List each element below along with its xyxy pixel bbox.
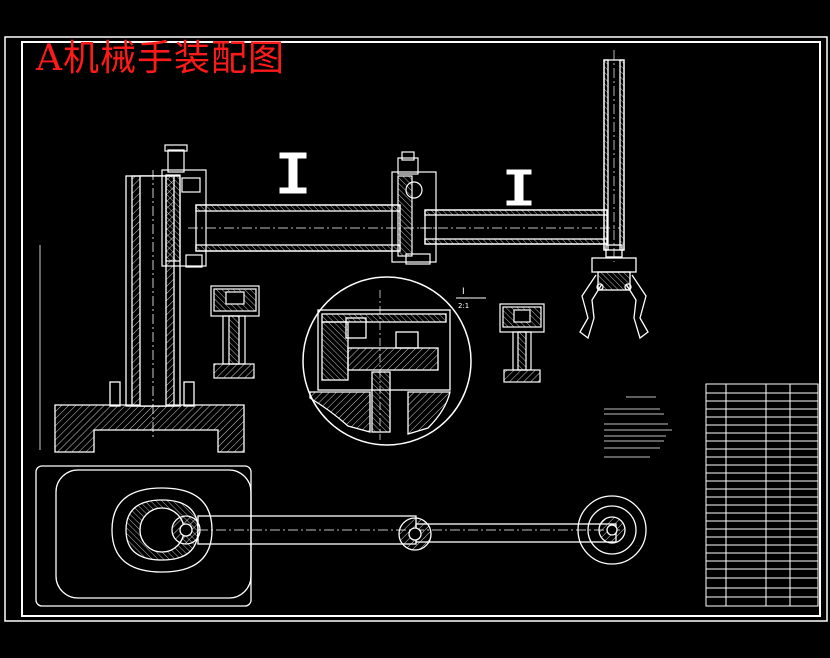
detail-view-right [499, 303, 545, 383]
forearm [420, 209, 620, 245]
elbow-joint [391, 151, 437, 265]
wrist-column [603, 50, 625, 262]
parts-list-table [705, 383, 819, 607]
drawing-title: A机械手装配图 [36, 38, 285, 79]
i-beam-section-2 [506, 169, 532, 206]
section-label: I 2:1 [456, 287, 486, 310]
technical-requirements-block [604, 396, 672, 458]
enlarged-section-circle [302, 276, 472, 446]
section-scale: 2:1 [458, 302, 469, 310]
top-view [35, 465, 647, 607]
section-mark: I [462, 287, 465, 297]
column-base [39, 170, 245, 453]
i-beam-section-1 [279, 152, 307, 194]
gripper [579, 257, 649, 340]
detail-view-left [210, 285, 260, 379]
drawing-frame [4, 36, 828, 622]
shoulder-joint [161, 144, 207, 268]
